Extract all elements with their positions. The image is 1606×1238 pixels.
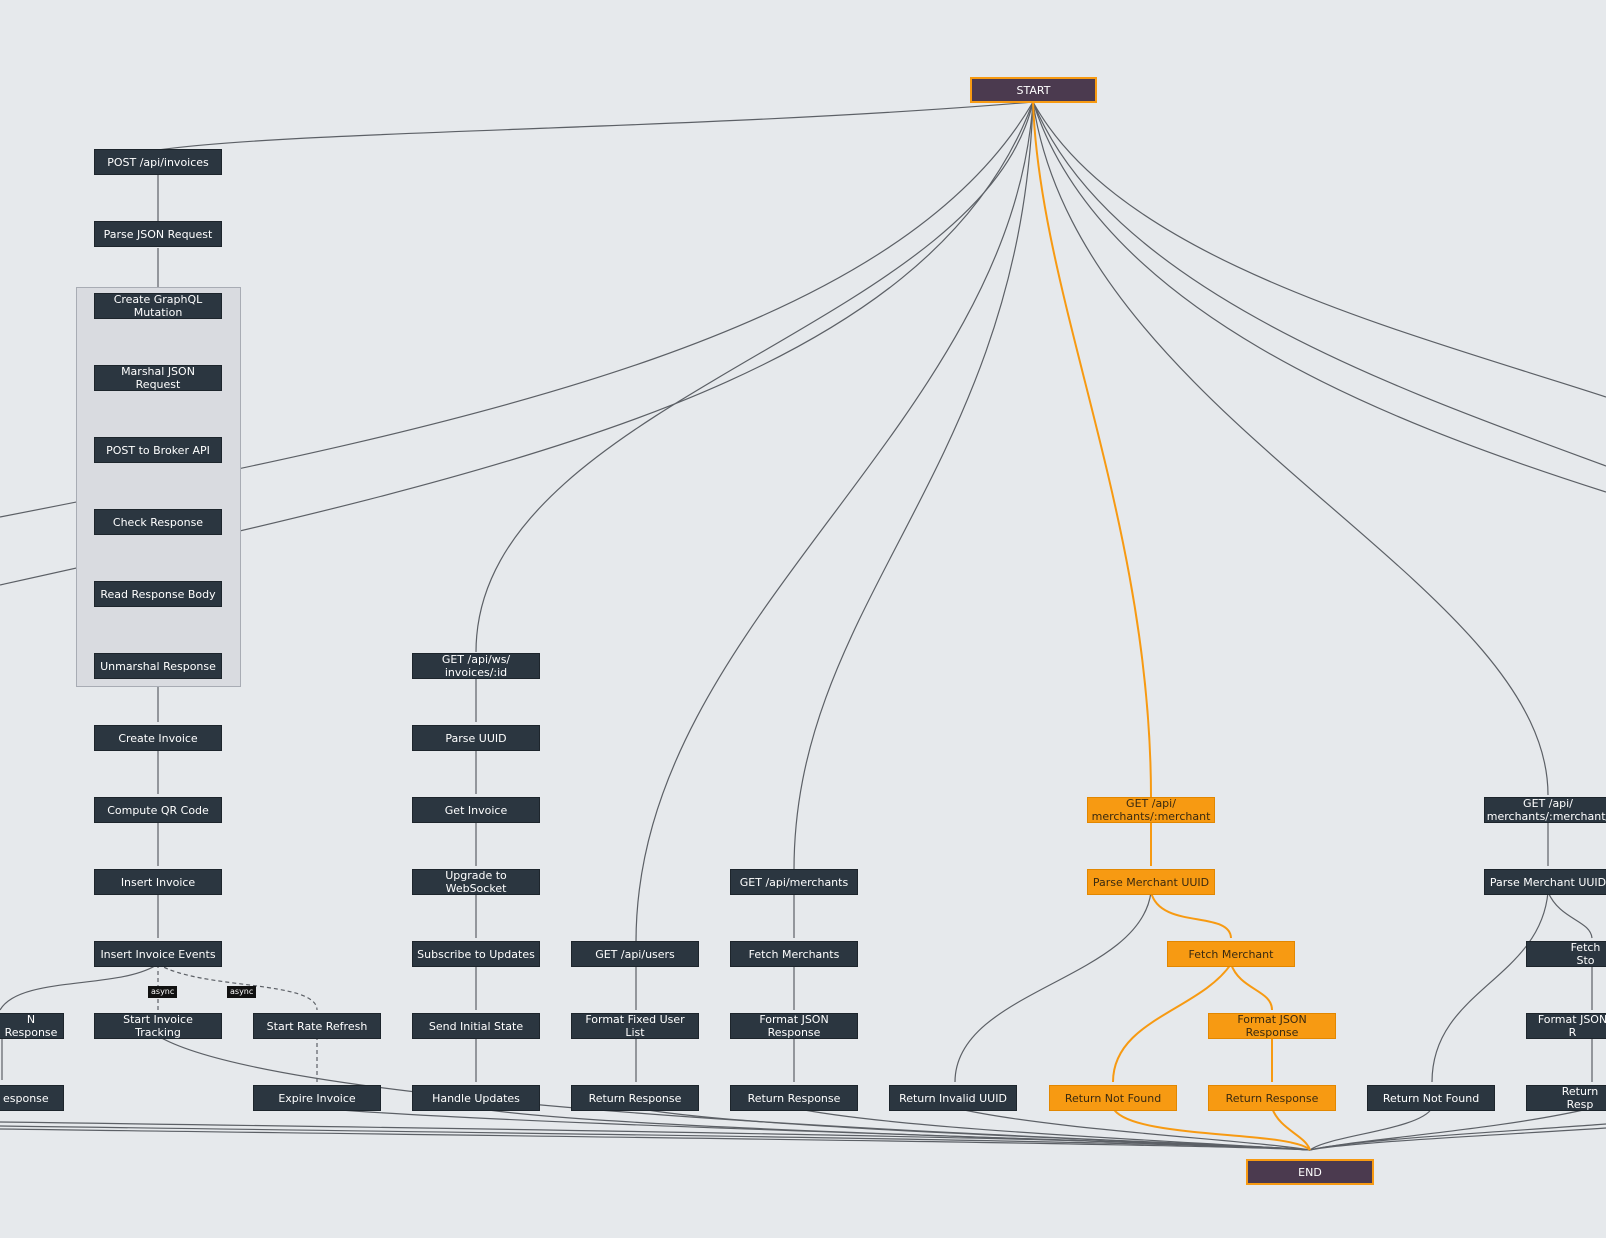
read-response-body-node[interactable]: Read Response Body: [94, 581, 222, 607]
unmarshal-response-node[interactable]: Unmarshal Response: [94, 653, 222, 679]
handle-updates-node[interactable]: Handle Updates: [412, 1085, 540, 1111]
left-response-node-b[interactable]: esponse: [0, 1085, 64, 1111]
edge-in-left-3: [0, 1128, 1311, 1151]
get-merchants-node[interactable]: GET /api/merchants: [730, 869, 858, 895]
edge-start-get-merchant-right: [1032, 101, 1549, 796]
edge-in-left-1: [0, 1121, 1311, 1151]
post-invoices-node[interactable]: POST /api/invoices: [94, 149, 222, 175]
post-broker-api-node[interactable]: POST to Broker API: [94, 437, 222, 463]
format-json-partial-node[interactable]: Format JSON R: [1526, 1013, 1606, 1039]
format-json-response-merchants-node[interactable]: Format JSON Response: [730, 1013, 858, 1039]
end-node[interactable]: END: [1246, 1159, 1374, 1185]
left-response-node-a[interactable]: N Response: [0, 1013, 64, 1039]
format-json-response-merchant-node[interactable]: Format JSON Response: [1208, 1013, 1336, 1039]
async-label-1: async: [148, 986, 178, 998]
edge-hl-fetch-notfound: [1112, 963, 1232, 1083]
return-not-found-node[interactable]: Return Not Found: [1049, 1085, 1177, 1111]
edge-in-right-3: [1309, 1107, 1593, 1151]
fetch-merchant-node[interactable]: Fetch Merchant: [1167, 941, 1295, 967]
edge-hl-return-end: [1271, 1107, 1311, 1151]
edge-events-left-response: [0, 963, 159, 1011]
start-invoice-tracking-node[interactable]: Start Invoice Tracking: [94, 1013, 222, 1039]
upgrade-websocket-node[interactable]: Upgrade to WebSocket: [412, 869, 540, 895]
create-invoice-node[interactable]: Create Invoice: [94, 725, 222, 751]
edge-in-invalid: [954, 1107, 1311, 1151]
edge-start-post-invoices: [157, 101, 1034, 151]
edge-hl-notfound-end: [1112, 1107, 1311, 1151]
edge-async-rate-refresh: [157, 963, 318, 1011]
create-graphql-mutation-node[interactable]: Create GraphQL Mutation: [94, 293, 222, 319]
insert-invoice-node[interactable]: Insert Invoice: [94, 869, 222, 895]
get-users-node[interactable]: GET /api/users: [571, 941, 699, 967]
return-response-users-node[interactable]: Return Response: [571, 1085, 699, 1111]
parse-uuid-node[interactable]: Parse UUID: [412, 725, 540, 751]
edge-in-right-2: [1309, 1127, 1606, 1151]
fetch-store-partial-node[interactable]: Fetch Sto: [1526, 941, 1606, 967]
send-initial-state-node[interactable]: Send Initial State: [412, 1013, 540, 1039]
return-not-found-right-node[interactable]: Return Not Found: [1367, 1085, 1495, 1111]
edge-hl-fetch-format: [1230, 963, 1273, 1011]
edge-hl-parse-fetch: [1150, 891, 1232, 939]
edge-start-get-merchants: [793, 101, 1034, 871]
compute-qr-code-node[interactable]: Compute QR Code: [94, 797, 222, 823]
format-fixed-user-list-node[interactable]: Format Fixed User List: [571, 1013, 699, 1039]
return-response-merchants-node[interactable]: Return Response: [730, 1085, 858, 1111]
get-merchant-partial-node[interactable]: GET /api/ merchants/:merchant/: [1484, 797, 1606, 823]
marshal-json-request-node[interactable]: Marshal JSON Request: [94, 365, 222, 391]
edge-start-offscreen-right-1: [1032, 101, 1606, 398]
edge-in-merchants: [793, 1107, 1311, 1151]
edge-right-parse-fetch: [1547, 891, 1593, 939]
edge-hl-start-get-merchant: [1032, 101, 1152, 798]
get-invoice-node[interactable]: Get Invoice: [412, 797, 540, 823]
broker-request-group: [76, 287, 241, 687]
fetch-merchants-node[interactable]: Fetch Merchants: [730, 941, 858, 967]
parse-merchant-uuid-right-node[interactable]: Parse Merchant UUID: [1484, 869, 1606, 895]
check-response-node[interactable]: Check Response: [94, 509, 222, 535]
subscribe-updates-node[interactable]: Subscribe to Updates: [412, 941, 540, 967]
edge-parse-invalid-uuid: [954, 891, 1152, 1083]
edge-start-get-users: [635, 101, 1034, 943]
parse-merchant-uuid-node[interactable]: Parse Merchant UUID: [1087, 869, 1215, 895]
parse-json-request-node[interactable]: Parse JSON Request: [94, 221, 222, 247]
edge-start-offscreen-right-2: [1032, 101, 1606, 467]
edge-in-right-notfound: [1309, 1107, 1433, 1151]
insert-invoice-events-node[interactable]: Insert Invoice Events: [94, 941, 222, 967]
return-response-merchant-node[interactable]: Return Response: [1208, 1085, 1336, 1111]
async-label-2: async: [227, 986, 257, 998]
expire-invoice-node[interactable]: Expire Invoice: [253, 1085, 381, 1111]
start-node[interactable]: START: [970, 77, 1097, 103]
edge-start-offscreen-right-3: [1032, 101, 1606, 493]
start-rate-refresh-node[interactable]: Start Rate Refresh: [253, 1013, 381, 1039]
return-invalid-uuid-node[interactable]: Return Invalid UUID: [889, 1085, 1017, 1111]
edge-start-get-ws: [475, 101, 1034, 653]
edge-right-parse-notfound: [1431, 891, 1549, 1083]
get-ws-invoices-node[interactable]: GET /api/ws/ invoices/:id: [412, 653, 540, 679]
return-resp-partial-node[interactable]: Return Resp: [1526, 1085, 1606, 1111]
get-merchant-node[interactable]: GET /api/ merchants/:merchant: [1087, 797, 1215, 823]
